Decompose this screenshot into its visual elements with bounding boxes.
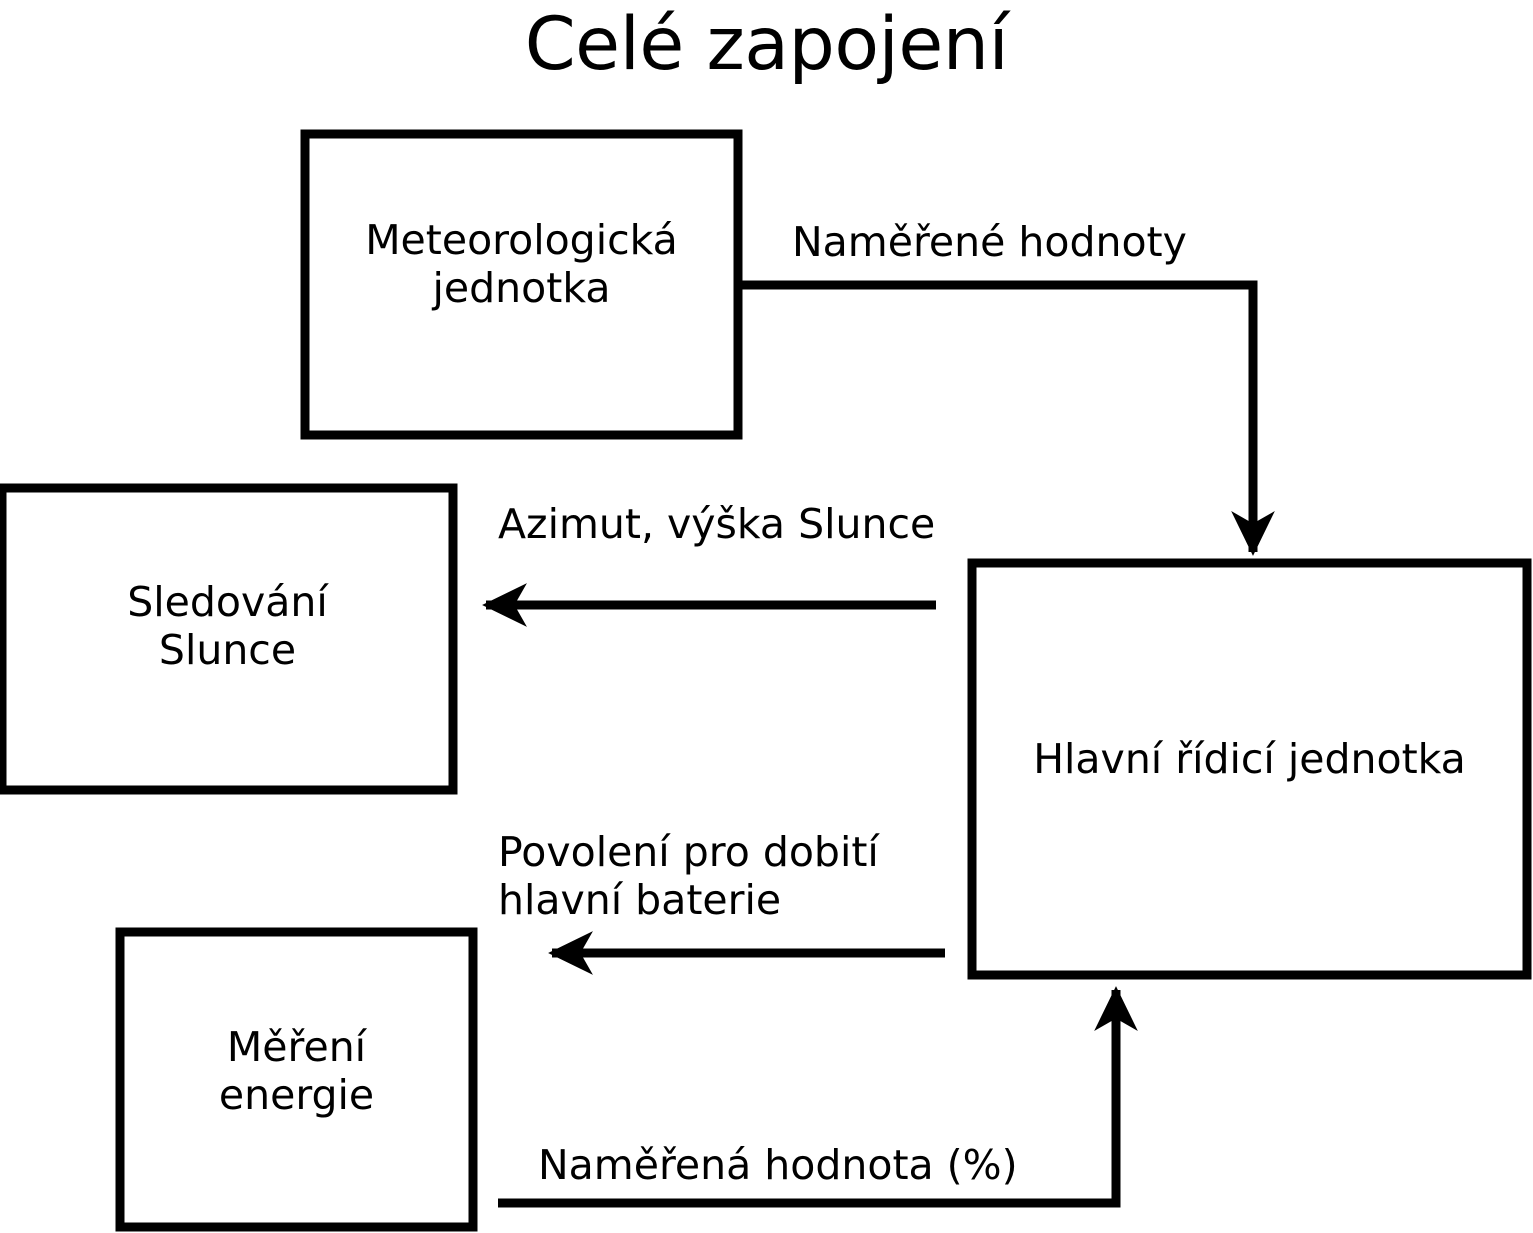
node-box-sledovani-slunce[interactable]: [0, 483, 458, 795]
edge-measured-values: [734, 280, 1275, 556]
edge-label-charge-permission: Povolení pro dobití hlavní baterie: [498, 828, 879, 925]
page-title: Celé zapojení: [524, 2, 1009, 87]
node-box-mereni-energie[interactable]: [115, 927, 478, 1232]
edge-label-measured-percent: Naměřená hodnota (%): [538, 1141, 1018, 1189]
node-box-meteorologicka-jednotka[interactable]: [300, 129, 743, 440]
edge-label-measured-values: Naměřené hodnoty: [792, 218, 1187, 266]
edge-label-azimuth-elevation: Azimut, výška Slunce: [498, 500, 936, 548]
edge-measured-percent: [498, 986, 1138, 1208]
node-box-hlavni-ridici-jednotka[interactable]: [967, 558, 1532, 980]
